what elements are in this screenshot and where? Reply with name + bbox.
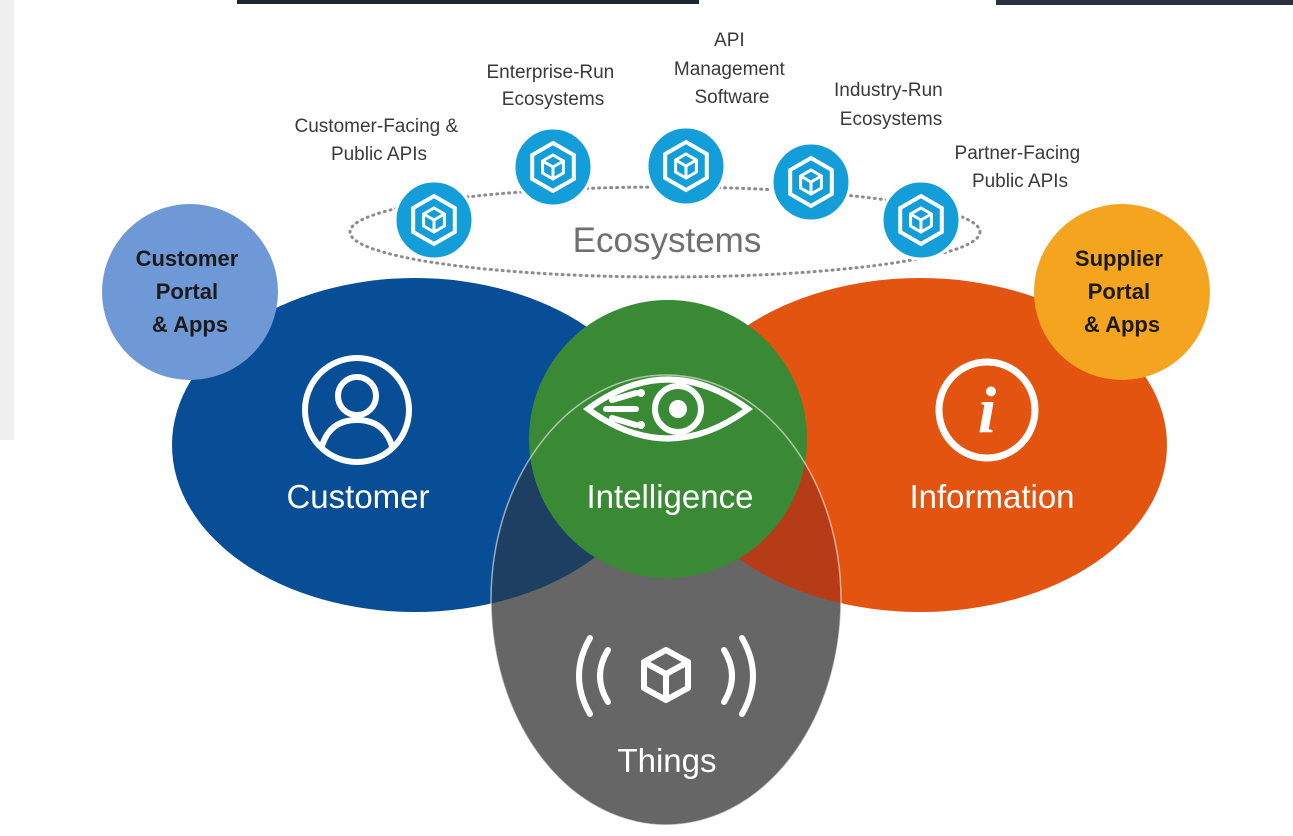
iot-cube-icon <box>576 635 756 717</box>
eye-icon <box>582 376 754 442</box>
hub-icon-3 <box>645 125 727 207</box>
hub-icon-2 <box>512 126 594 208</box>
hub-label-partner-facing: Partner-Facing Public APIs <box>955 143 1086 192</box>
things-label: Things <box>617 742 716 779</box>
hub-label-api-management: API Management Software <box>674 30 790 108</box>
hub-icon-5 <box>880 179 962 261</box>
things-outline <box>490 374 842 826</box>
customer-portal-label: Customer Portal & Apps <box>136 246 245 337</box>
info-icon: i <box>935 358 1039 462</box>
left-gray-panel <box>0 0 14 440</box>
top-right-strip <box>996 0 1293 5</box>
hub-label-customer-facing: Customer-Facing & Public APIs <box>295 116 464 165</box>
intelligence-label: Intelligence <box>587 478 754 515</box>
information-label: Information <box>909 478 1074 515</box>
hub-label-enterprise-run: Enterprise-Run Ecosystems <box>486 62 619 110</box>
hub-label-industry-run: Industry-Run Ecosystems <box>834 80 948 130</box>
supplier-portal-label: Supplier Portal & Apps <box>1075 246 1169 337</box>
customer-label: Customer <box>286 478 429 515</box>
supplier-portal-circle <box>1034 204 1210 380</box>
top-dark-strip <box>237 0 699 4</box>
ecosystems-label: Ecosystems <box>573 221 762 260</box>
user-icon <box>302 355 412 465</box>
hub-icon-1 <box>393 179 475 261</box>
hub-icon-4 <box>770 141 852 223</box>
customer-portal-circle <box>102 204 278 380</box>
svg-text:i: i <box>978 374 997 447</box>
